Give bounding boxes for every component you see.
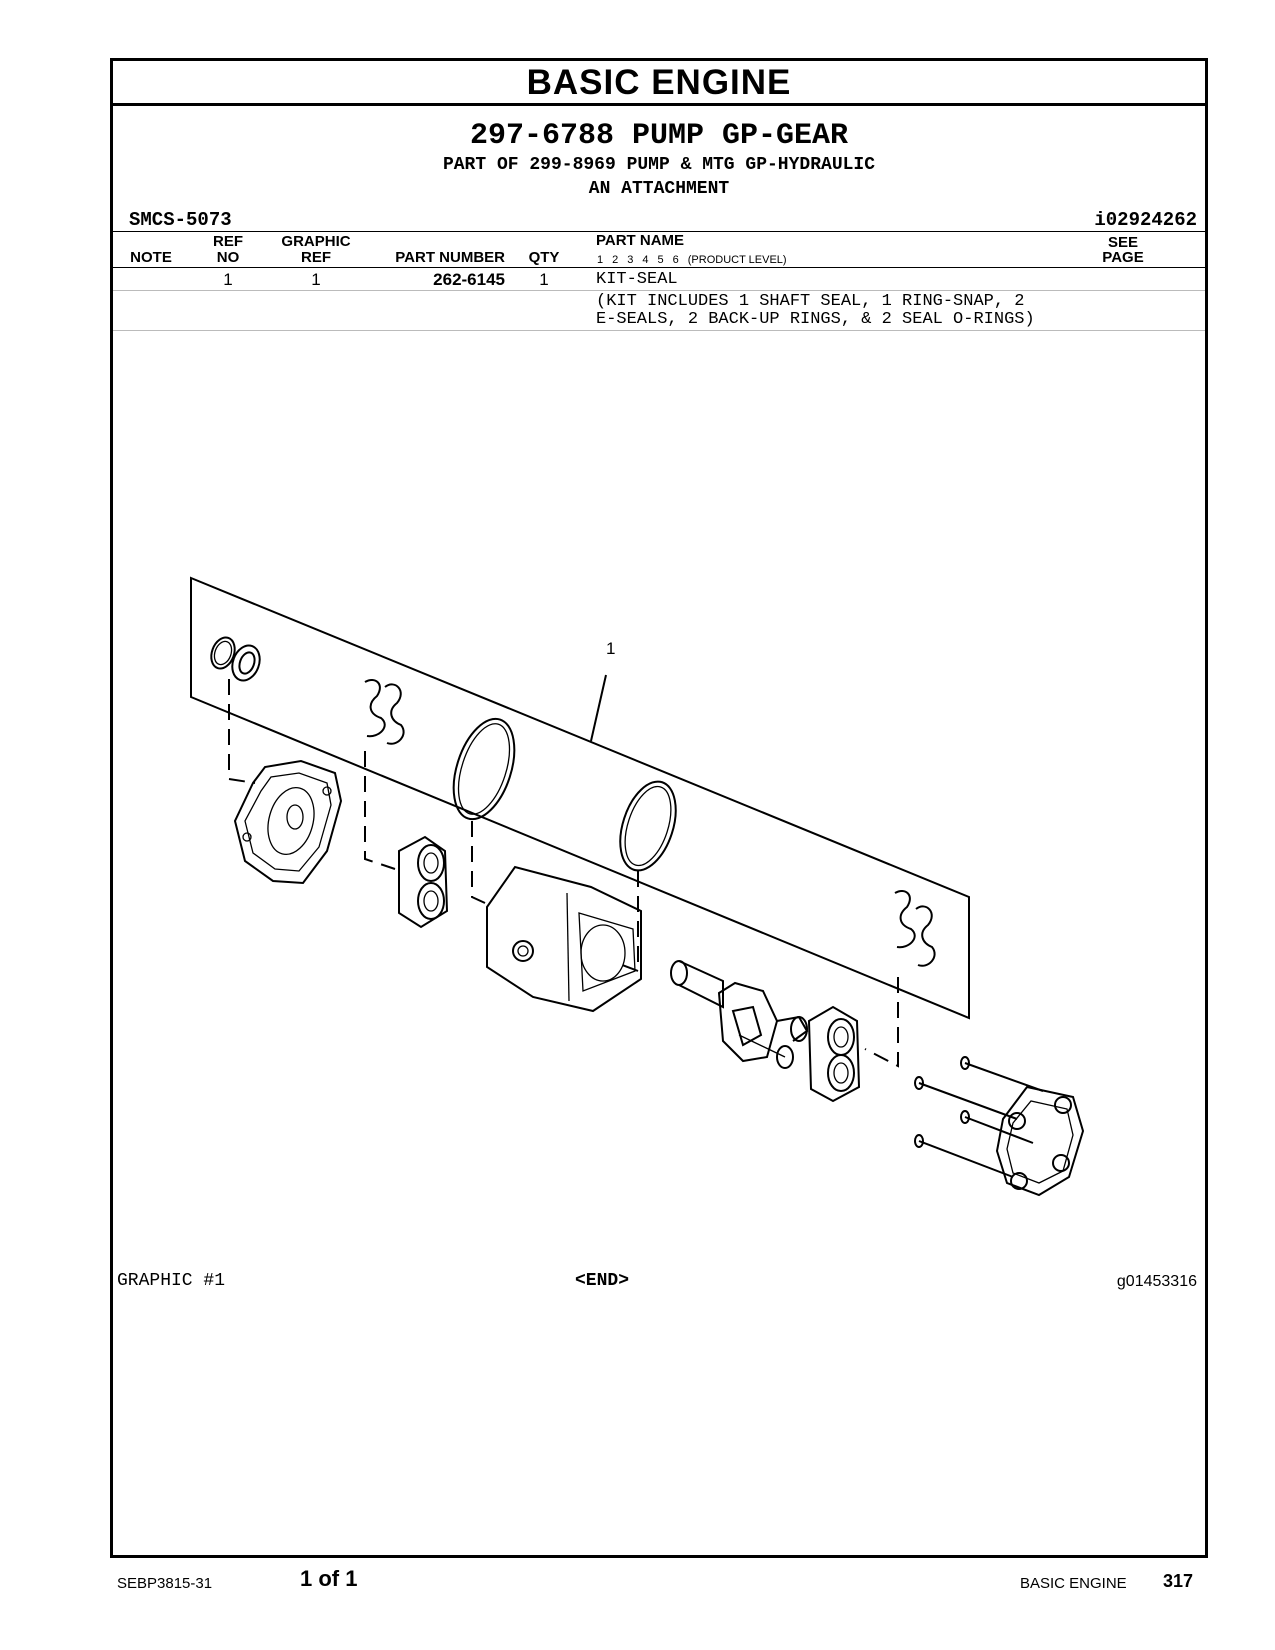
group-title: 297-6788 PUMP GP-GEAR xyxy=(469,119,849,153)
product-level: 6 xyxy=(672,254,679,266)
row-part-number: 262-6145 xyxy=(433,270,505,289)
info-id: i02924262 xyxy=(1094,209,1197,231)
product-level-label: (PRODUCT LEVEL) xyxy=(687,254,787,266)
product-level: 2 xyxy=(612,254,619,266)
row-description-line2: E-SEALS, 2 BACK-UP RINGS, & 2 SEAL O-RIN… xyxy=(596,310,1035,329)
e-seal-icon xyxy=(894,889,936,967)
col-graphic-ref-bottom: REF xyxy=(301,249,331,266)
bolt-icon xyxy=(914,1056,1044,1178)
o-ring-icon xyxy=(452,717,516,821)
column-divider xyxy=(113,267,1205,268)
col-see-page-top: SEE xyxy=(1107,234,1138,251)
front-cover-icon xyxy=(233,759,343,885)
smcs-code: SMCS-5073 xyxy=(129,209,232,231)
header-divider xyxy=(113,231,1205,232)
col-qty: QTY xyxy=(528,249,560,266)
col-note: NOTE xyxy=(130,249,172,266)
row-description-line1: (KIT INCLUDES 1 SHAFT SEAL, 1 RING-SNAP,… xyxy=(596,292,1025,311)
col-ref-no-top: REF xyxy=(213,233,243,250)
end-marker: <END> xyxy=(575,1271,630,1291)
gear-shaft-icon xyxy=(670,960,809,1069)
pump-body-icon xyxy=(486,865,642,1013)
col-part-name: PART NAME xyxy=(596,232,685,249)
footer-section: BASIC ENGINE xyxy=(1020,1575,1127,1592)
bearing-block-icon xyxy=(807,1005,861,1103)
exploded-view-illustration xyxy=(190,576,1085,1197)
rear-cover-icon xyxy=(995,1085,1085,1197)
product-level: 3 xyxy=(627,254,634,266)
row-qty: 1 xyxy=(539,270,549,289)
doc-number: SEBP3815-31 xyxy=(117,1575,213,1592)
attachment-line: AN ATTACHMENT xyxy=(588,179,730,199)
product-level: 1 xyxy=(597,254,604,266)
product-level: 5 xyxy=(657,254,664,266)
col-part-number: PART NUMBER xyxy=(395,249,505,266)
graphic-id: g01453316 xyxy=(1116,1273,1197,1290)
row-graphic-ref: 1 xyxy=(311,270,321,289)
col-see-page-bottom: PAGE xyxy=(1102,249,1144,266)
callout-number: 1 xyxy=(606,639,616,658)
section-title: BASIC ENGINE xyxy=(113,61,1205,106)
e-seal-icon xyxy=(364,678,405,745)
col-ref-no-bottom: NO xyxy=(216,249,240,266)
page-of: 1 of 1 xyxy=(300,1566,358,1591)
part-of-line: PART OF 299-8969 PUMP & MTG GP-HYDRAULIC xyxy=(442,155,876,175)
bearing-block-icon xyxy=(398,835,449,929)
callout-leader xyxy=(590,674,607,742)
shaft-seal-icon xyxy=(210,636,261,682)
graphic-label: GRAPHIC #1 xyxy=(117,1271,226,1291)
row-part-name: KIT-SEAL xyxy=(596,270,678,289)
row-divider xyxy=(113,290,1205,291)
col-graphic-ref-top: GRAPHIC xyxy=(281,233,351,250)
product-level: 4 xyxy=(642,254,649,266)
o-ring-icon xyxy=(619,780,677,872)
page-number: 317 xyxy=(1163,1571,1194,1591)
page-frame: BASIC ENGINE 297-6788 PUMP GP-GEAR PART … xyxy=(110,58,1208,1558)
row-divider xyxy=(113,330,1205,331)
row-ref-no: 1 xyxy=(223,270,233,289)
kit-outline xyxy=(190,576,970,1020)
